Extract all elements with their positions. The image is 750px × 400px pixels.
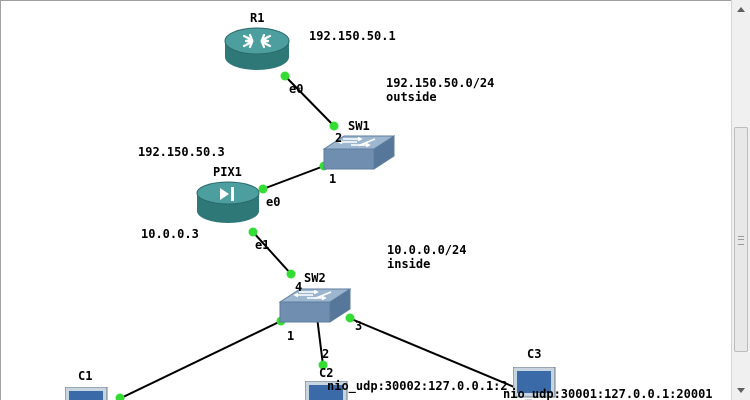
outside-network-label: 192.150.50.0/24: [386, 76, 495, 90]
port-label-sw2-2: 2: [322, 347, 330, 361]
link-sw2-c1[interactable]: [118, 320, 282, 400]
inside-zone-label: inside: [387, 257, 431, 271]
inside-network-label: 10.0.0.0/24: [387, 243, 467, 257]
router-icon[interactable]: [224, 27, 290, 73]
port-label-sw2-1: 1: [287, 329, 295, 343]
node-name-c1: C1: [78, 369, 93, 383]
grip-icon: [738, 236, 744, 245]
port-label-sw1-1: 1: [329, 172, 337, 186]
pix1-inside-ip-label: 10.0.0.3: [141, 227, 199, 241]
computer-icon[interactable]: [305, 381, 349, 400]
chevron-up-icon: [737, 7, 745, 12]
nio-label-c3: nio_udp:30001:127.0.0.1:20001: [503, 387, 713, 400]
node-name-pix1: PIX1: [213, 165, 242, 179]
chevron-down-icon: [737, 388, 745, 393]
port-label-r1-e0: e0: [289, 82, 304, 96]
link-sw2-c2[interactable]: [316, 316, 324, 366]
computer-icon[interactable]: [513, 367, 557, 400]
port-label-sw2-3: 3: [355, 319, 363, 333]
link-sw2-c3[interactable]: [348, 317, 520, 390]
port-dot-sw2-4: [286, 269, 296, 279]
port-dot-r1-e0: [280, 71, 290, 81]
scroll-up-button[interactable]: [733, 1, 749, 18]
r1-ip-label: 192.150.50.1: [309, 29, 396, 43]
links-layer: [115, 71, 524, 400]
port-label-sw1-2: 2: [335, 131, 343, 145]
port-dot-sw1-2: [329, 121, 339, 131]
node-name-c2: C2: [319, 366, 334, 380]
port-dot-sw2-2: [318, 360, 328, 370]
topology-canvas[interactable]: R1 SW1 PIX1 SW2 C1 C2 C3 192.150.50.1 19…: [0, 0, 731, 400]
switch-icon[interactable]: [279, 288, 351, 324]
node-name-sw2: SW2: [304, 271, 326, 285]
nio-label-c2: nio_udp:30002:127.0.0.1:2: [327, 379, 508, 393]
scroll-down-button[interactable]: [733, 382, 749, 399]
port-dot-pix1-e0: [258, 184, 268, 194]
port-label-sw2-4: 4: [295, 280, 303, 294]
link-r1-sw1[interactable]: [284, 75, 335, 127]
link-sw1-pix1[interactable]: [262, 165, 325, 190]
port-dot-c1: [115, 393, 125, 400]
pix1-outside-ip-label: 192.150.50.3: [138, 145, 225, 159]
scrollbar-thumb[interactable]: [734, 127, 748, 352]
vertical-scrollbar[interactable]: [731, 0, 750, 400]
node-name-c3: C3: [527, 347, 542, 361]
firewall-icon[interactable]: [196, 181, 260, 225]
switch-icon[interactable]: [323, 135, 395, 171]
computer-icon[interactable]: [65, 387, 109, 400]
port-dot-sw2-3: [345, 313, 355, 323]
port-label-pix1-e0: e0: [266, 195, 281, 209]
node-name-r1: R1: [250, 11, 265, 25]
port-label-pix1-e1: e1: [255, 238, 270, 252]
link-pix1-sw2[interactable]: [252, 231, 292, 275]
port-dot-pix1-e1: [248, 227, 258, 237]
outside-zone-label: outside: [386, 90, 437, 104]
node-name-sw1: SW1: [348, 119, 370, 133]
